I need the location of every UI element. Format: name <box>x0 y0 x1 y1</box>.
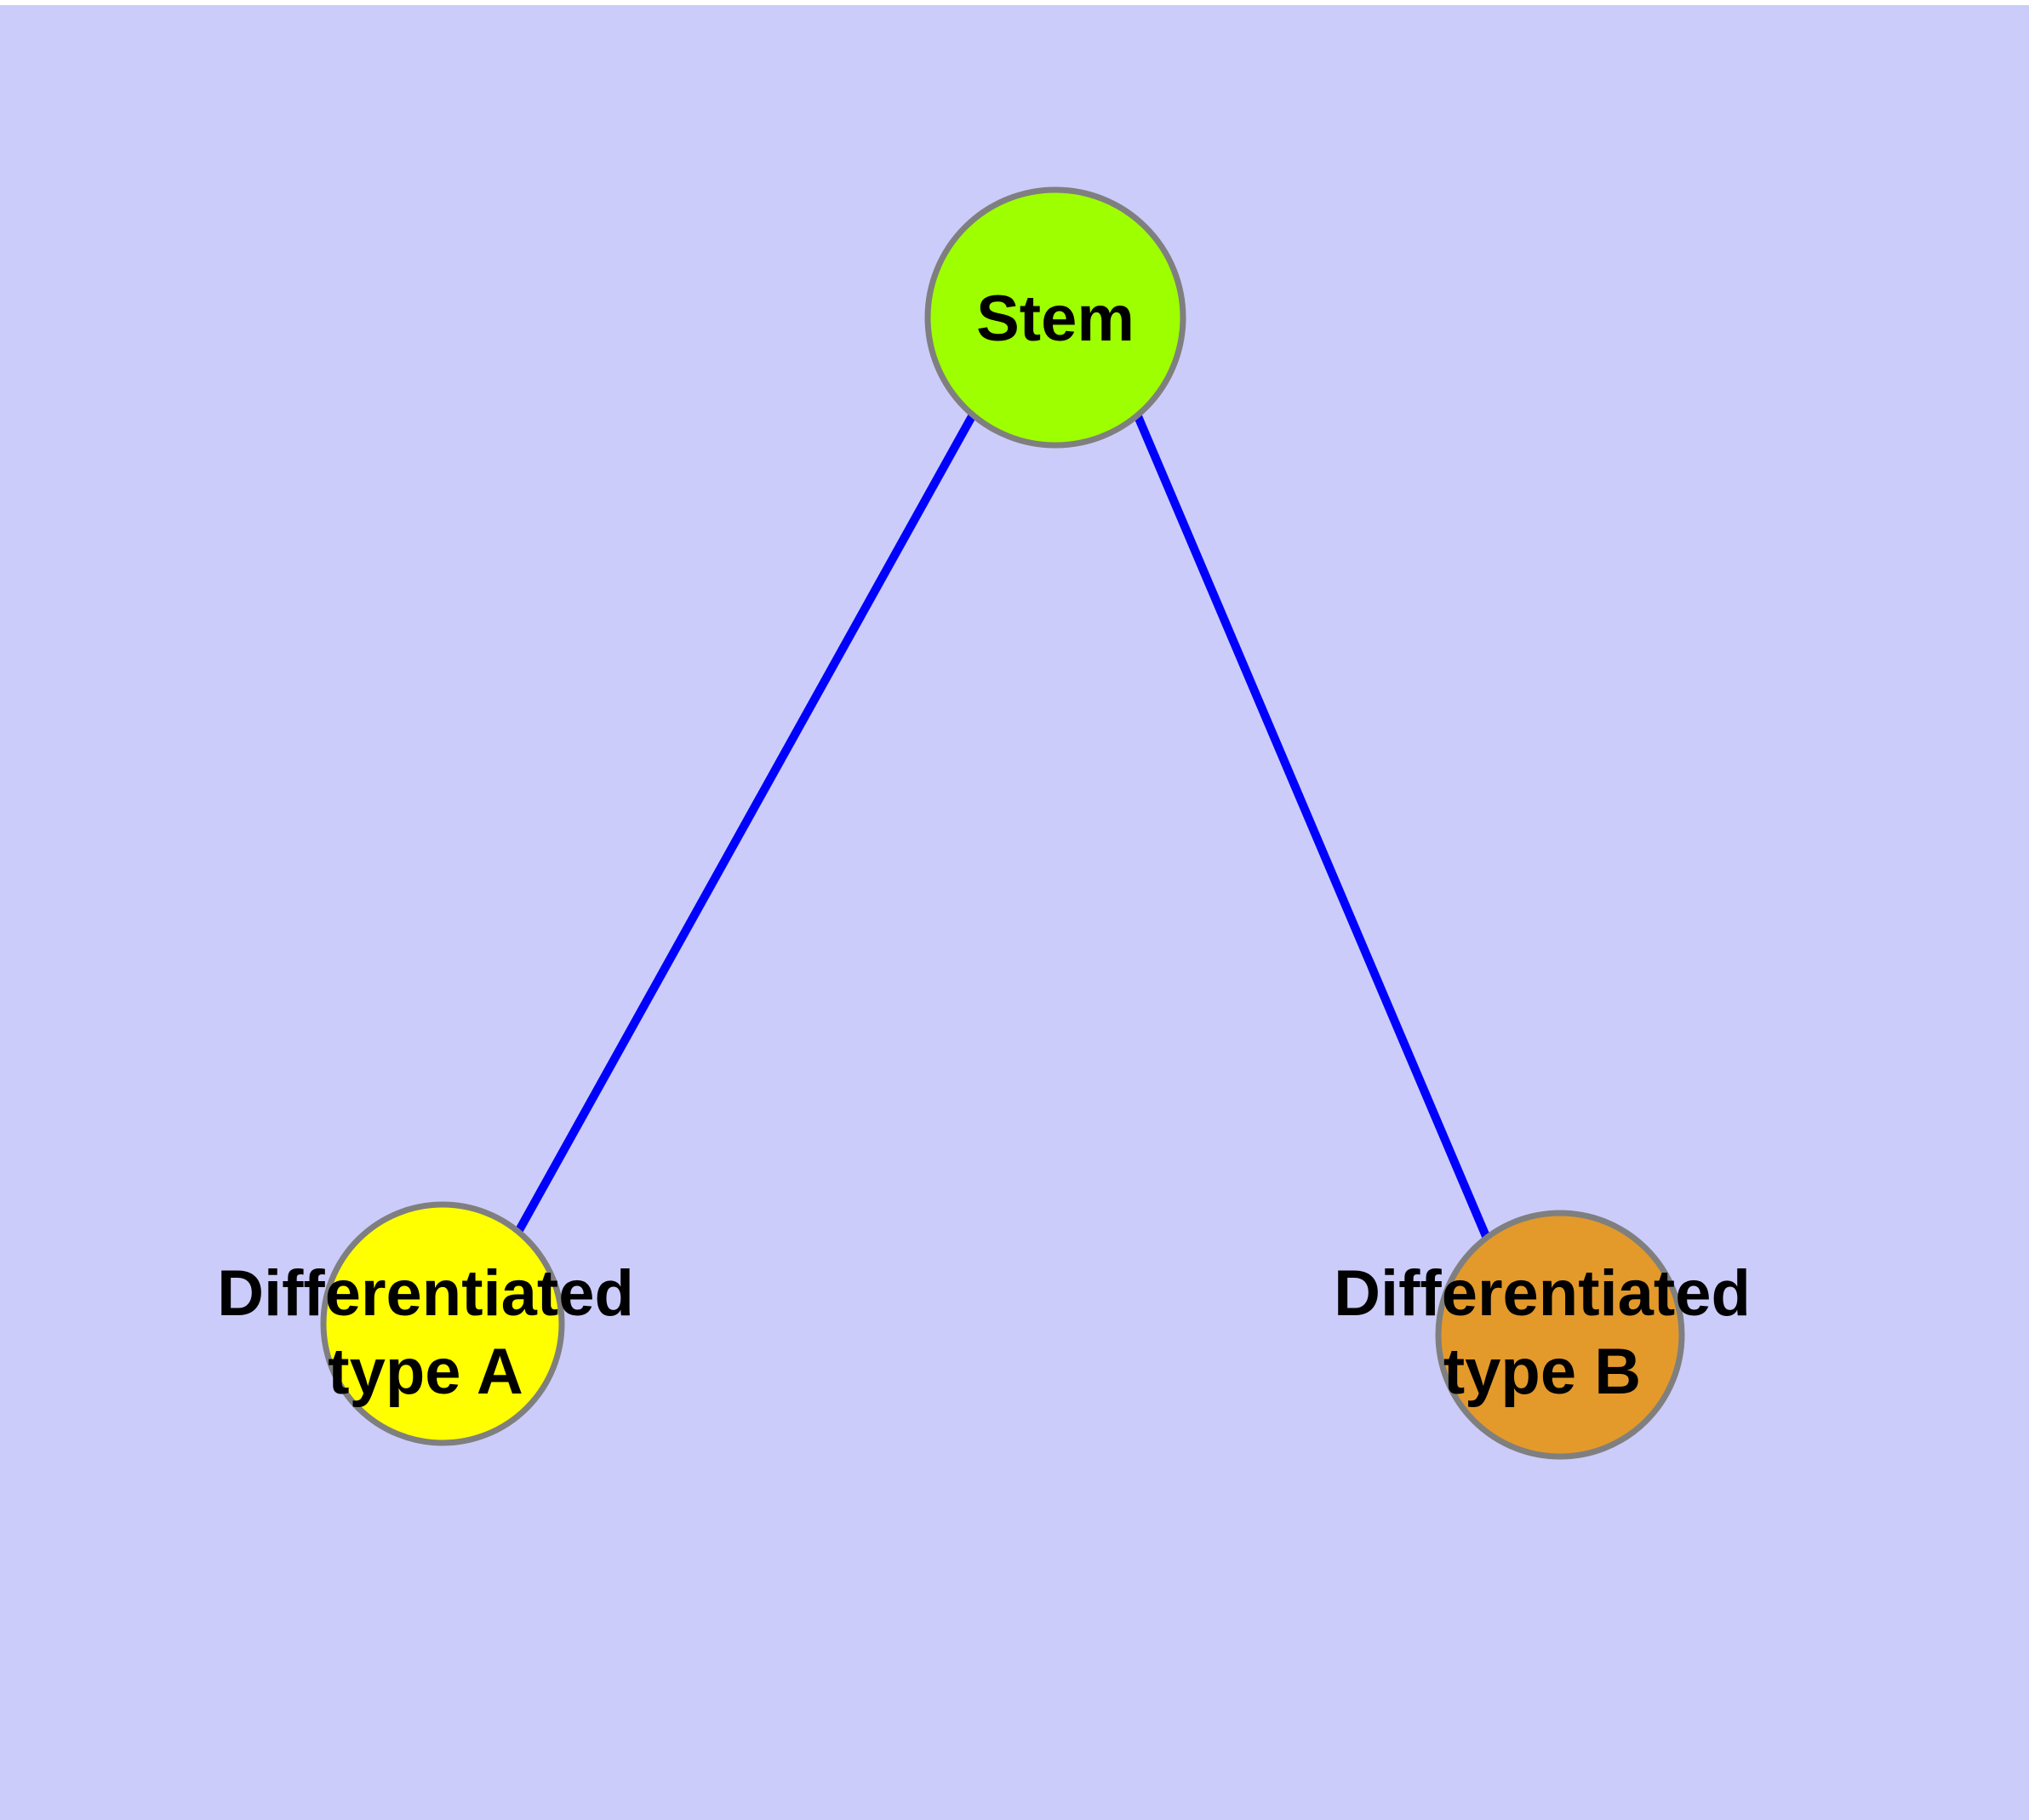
edge-stem-to-type-b[interactable] <box>1134 415 1492 1242</box>
node-label-line: type B <box>1443 1336 1641 1408</box>
node-label-line: type A <box>328 1336 523 1408</box>
node-label-line: Differentiated <box>217 1257 634 1330</box>
node-label-line: Stem <box>976 283 1135 355</box>
node-circle-diff-type-b[interactable] <box>1435 1210 1685 1460</box>
node-layer <box>320 186 1685 1460</box>
node-circle-stem[interactable] <box>924 186 1186 449</box>
node-label-line: Differentiated <box>1334 1257 1751 1330</box>
node-circle-diff-type-a[interactable] <box>320 1201 565 1446</box>
node-label-stem: Stem <box>976 283 1135 355</box>
edge-layer <box>514 414 1492 1242</box>
edge-stem-to-type-a[interactable] <box>514 414 976 1234</box>
